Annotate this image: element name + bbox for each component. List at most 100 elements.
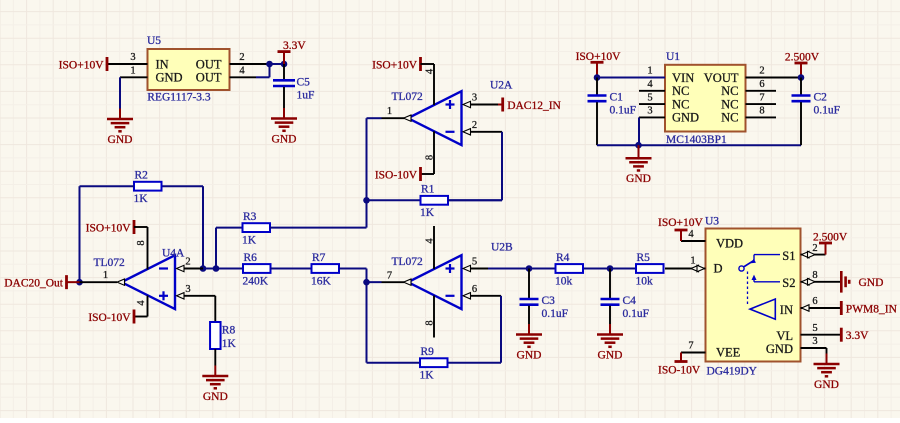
svg-text:1: 1 [130, 66, 135, 77]
svg-text:8: 8 [136, 240, 147, 245]
svg-text:7: 7 [387, 270, 392, 281]
svg-text:5: 5 [647, 92, 652, 103]
svg-text:ISO+10V: ISO+10V [576, 51, 622, 63]
svg-text:4: 4 [239, 66, 245, 77]
svg-text:GND: GND [156, 71, 183, 85]
svg-text:NC: NC [721, 111, 738, 125]
svg-text:4: 4 [425, 238, 436, 244]
svg-text:R1: R1 [421, 184, 435, 196]
svg-text:1K: 1K [134, 193, 149, 205]
svg-text:1: 1 [647, 66, 652, 77]
svg-text:1: 1 [690, 256, 695, 267]
svg-text:1K: 1K [222, 338, 237, 350]
svg-text:U2B: U2B [491, 242, 513, 254]
svg-text:GND: GND [272, 133, 297, 145]
svg-text:1K: 1K [420, 370, 435, 382]
svg-text:ISO-10V: ISO-10V [658, 365, 701, 377]
svg-text:GND: GND [626, 173, 651, 185]
svg-text:1: 1 [103, 270, 108, 281]
svg-text:6: 6 [812, 296, 817, 307]
svg-text:0.1uF: 0.1uF [542, 308, 569, 320]
svg-text:C5: C5 [297, 76, 311, 88]
svg-text:ISO+10V: ISO+10V [59, 59, 105, 71]
svg-text:2: 2 [239, 52, 244, 63]
svg-text:R6: R6 [244, 252, 258, 264]
svg-text:IN: IN [156, 57, 169, 71]
svg-text:4: 4 [688, 229, 694, 240]
svg-text:240K: 240K [243, 275, 269, 287]
svg-text:1: 1 [387, 106, 392, 117]
svg-text:GND: GND [859, 277, 884, 289]
svg-text:R2: R2 [135, 170, 149, 182]
svg-text:VIN: VIN [672, 71, 694, 85]
svg-text:4: 4 [647, 79, 653, 90]
svg-text:2.500V: 2.500V [785, 52, 820, 64]
svg-text:R9: R9 [421, 346, 435, 358]
svg-text:GND: GND [517, 349, 542, 361]
svg-text:ISO+10V: ISO+10V [86, 222, 132, 234]
svg-text:IN: IN [780, 303, 793, 317]
svg-text:NC: NC [721, 97, 738, 111]
svg-text:GND: GND [814, 379, 839, 391]
svg-text:R5: R5 [637, 252, 651, 264]
svg-text:REG1117-3.3: REG1117-3.3 [147, 92, 211, 104]
svg-text:8: 8 [812, 270, 817, 281]
svg-text:4: 4 [425, 68, 436, 74]
svg-text:DAC20_Out: DAC20_Out [4, 277, 64, 289]
svg-text:R3: R3 [243, 211, 257, 223]
svg-text:2.500V: 2.500V [813, 232, 848, 244]
svg-text:6: 6 [759, 79, 764, 90]
svg-text:0.1uF: 0.1uF [814, 105, 841, 117]
svg-text:GND: GND [672, 111, 699, 125]
svg-text:2: 2 [185, 257, 190, 268]
svg-text:R8: R8 [222, 325, 236, 337]
svg-text:0.1uF: 0.1uF [623, 308, 650, 320]
svg-text:C4: C4 [623, 295, 637, 307]
svg-text:5: 5 [812, 323, 817, 334]
svg-text:1K: 1K [420, 207, 435, 219]
svg-text:10k: 10k [555, 275, 573, 287]
svg-text:U4A: U4A [162, 248, 185, 260]
svg-text:5: 5 [472, 257, 477, 268]
svg-text:2: 2 [812, 243, 817, 254]
svg-text:NC: NC [721, 84, 738, 98]
svg-text:VOUT: VOUT [704, 71, 739, 85]
svg-text:2: 2 [472, 120, 477, 131]
svg-text:U1: U1 [666, 51, 680, 63]
svg-text:ISO-10V: ISO-10V [375, 169, 418, 181]
svg-text:3.3V: 3.3V [283, 40, 306, 52]
svg-text:S2: S2 [782, 276, 795, 290]
svg-text:C2: C2 [814, 92, 828, 104]
svg-text:7: 7 [759, 92, 764, 103]
svg-text:TL072: TL072 [392, 256, 424, 268]
svg-text:8: 8 [759, 106, 764, 117]
svg-text:VEE: VEE [716, 346, 741, 360]
svg-text:GND: GND [598, 349, 623, 361]
svg-text:GND: GND [766, 342, 793, 356]
svg-text:3: 3 [812, 336, 817, 347]
svg-text:NC: NC [672, 84, 689, 98]
svg-text:3.3V: 3.3V [846, 330, 869, 342]
svg-text:R7: R7 [312, 252, 326, 264]
svg-text:1uF: 1uF [297, 90, 315, 102]
svg-text:NC: NC [672, 97, 689, 111]
svg-text:C1: C1 [610, 92, 624, 104]
svg-text:3: 3 [185, 284, 190, 295]
svg-text:3: 3 [130, 52, 135, 63]
svg-text:4: 4 [136, 300, 147, 306]
svg-text:VDD: VDD [716, 237, 743, 251]
svg-text:OUT: OUT [196, 57, 222, 71]
svg-text:DAC12_IN: DAC12_IN [507, 100, 561, 112]
svg-text:OUT: OUT [196, 71, 222, 85]
svg-text:ISO-10V: ISO-10V [88, 312, 131, 324]
svg-text:U5: U5 [147, 35, 161, 47]
svg-text:MC1403BP1: MC1403BP1 [666, 134, 727, 146]
svg-text:DG419DY: DG419DY [707, 365, 758, 377]
svg-text:0.1uF: 0.1uF [610, 105, 637, 117]
svg-text:GND: GND [108, 134, 133, 146]
svg-text:C3: C3 [542, 295, 556, 307]
svg-text:TL072: TL072 [392, 91, 424, 103]
svg-text:3: 3 [472, 93, 477, 104]
svg-text:8: 8 [425, 320, 436, 325]
svg-text:ISO+10V: ISO+10V [372, 59, 418, 71]
